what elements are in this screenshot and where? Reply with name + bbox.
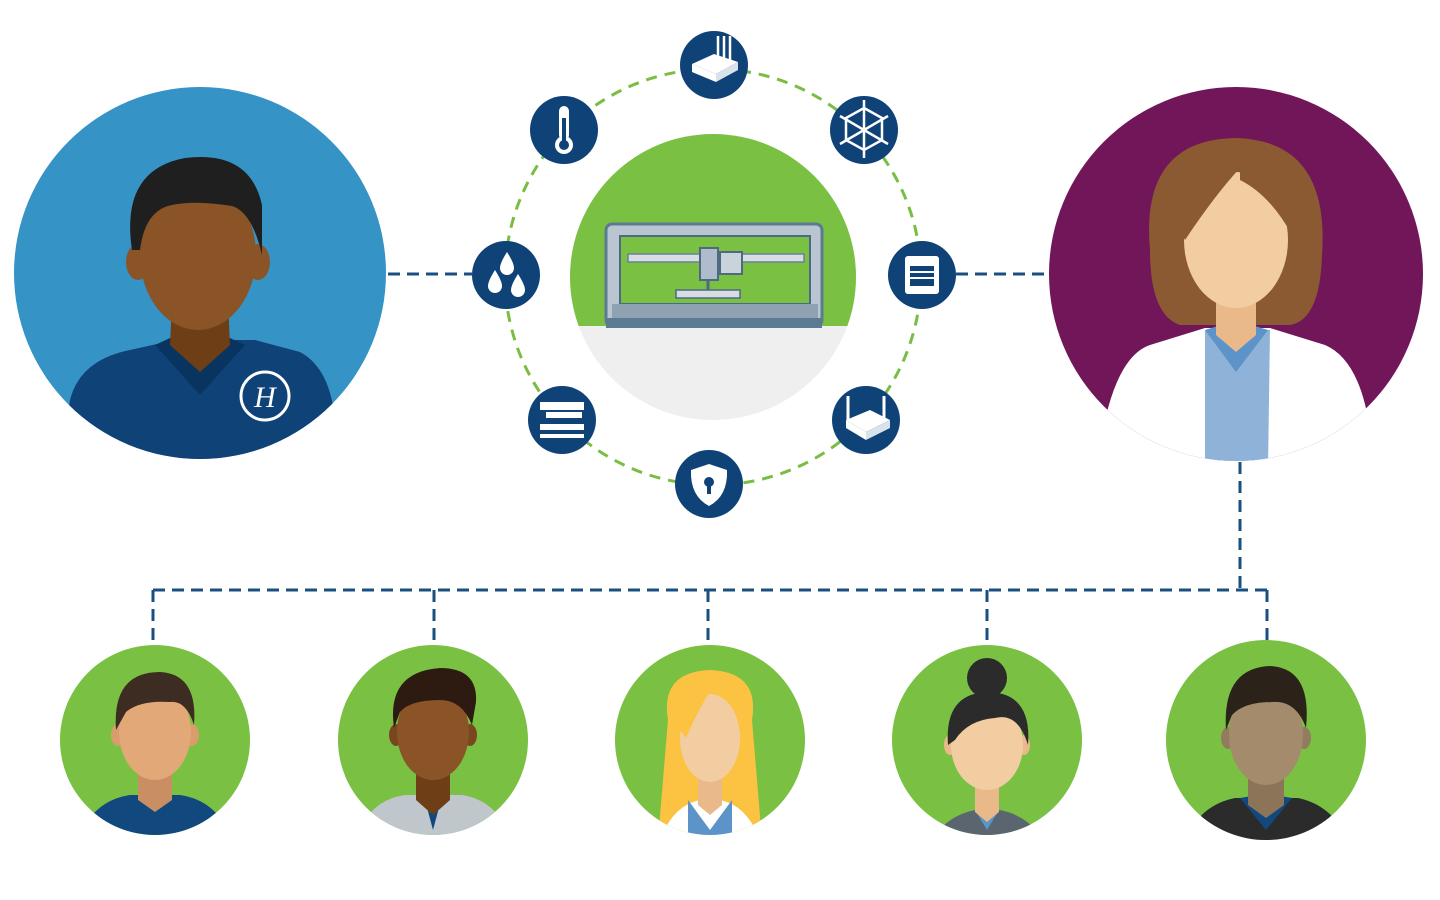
instrument-illustration <box>570 134 856 420</box>
team-member-3-avatar <box>615 645 805 835</box>
technician-avatar: H <box>14 87 386 459</box>
tube-rack-icon <box>832 386 900 454</box>
team-member-2-avatar <box>338 645 528 835</box>
team-member-1-avatar <box>60 645 250 835</box>
axes-cube-icon <box>830 96 898 164</box>
connector-lines <box>151 272 1269 642</box>
logo-letter: H <box>253 381 278 414</box>
scientist-avatar <box>1049 87 1423 461</box>
incubator-icon <box>888 241 956 309</box>
pipette-plate-icon <box>680 31 748 99</box>
security-shield-icon <box>675 450 743 518</box>
company-logo-icon <box>239 370 291 422</box>
thermometer-icon <box>530 96 598 164</box>
team-member-4-avatar <box>892 645 1082 835</box>
liquid-drops-icon <box>472 241 540 309</box>
team-member-5-avatar <box>1166 640 1366 840</box>
gripper-icon <box>528 386 596 454</box>
